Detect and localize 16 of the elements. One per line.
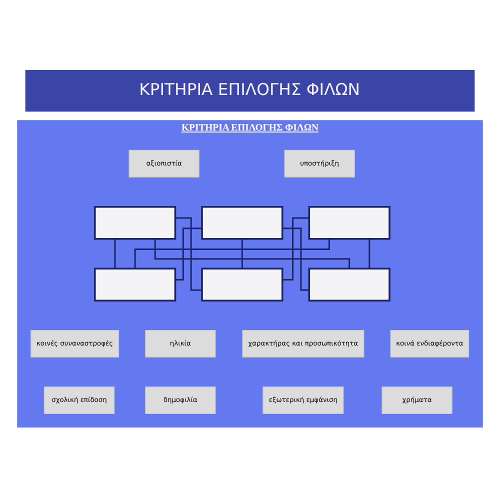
node-box — [308, 268, 390, 302]
node-box — [94, 206, 176, 240]
connector — [241, 239, 243, 268]
connector — [154, 239, 350, 268]
node-box — [308, 206, 390, 240]
connector — [176, 217, 202, 291]
connector — [368, 239, 370, 268]
diagram-title: ΚΡΙΤΗΡΙΑ ΕΠΙΛΟΓΗΣ ΦΙΛΩΝ — [139, 80, 360, 99]
node-box — [201, 268, 284, 302]
connector — [282, 217, 310, 280]
node-box — [201, 206, 284, 240]
connector — [175, 228, 202, 280]
connector — [114, 239, 116, 268]
connector — [134, 239, 330, 269]
node-box — [94, 268, 176, 302]
connector — [282, 228, 309, 291]
